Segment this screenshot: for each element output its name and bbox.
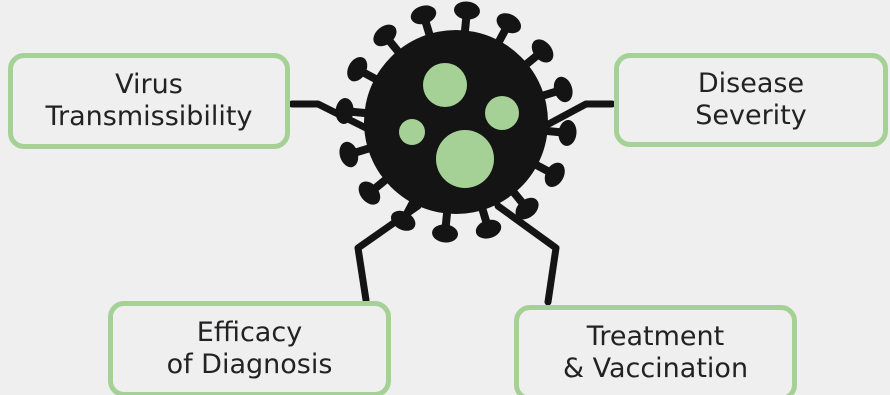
- virus-spike-head: [475, 219, 502, 239]
- node-virus-transmissibility: Virus Transmissibility: [8, 53, 290, 149]
- virus-spike-head: [544, 162, 565, 188]
- virus-spike-head: [390, 210, 416, 231]
- node-label-line1: Treatment: [586, 321, 725, 352]
- virus-spot-top: [423, 63, 467, 107]
- virus-icon: [335, 1, 577, 243]
- node-label-line1: Disease: [697, 68, 805, 99]
- virus-spike-head: [558, 120, 577, 146]
- node-label-line2: Transmissibility: [45, 101, 253, 132]
- node-disease-severity: Disease Severity: [614, 53, 888, 147]
- virus-body: [364, 30, 548, 214]
- virus-spike-head: [432, 224, 458, 243]
- connector-disease-severity: [526, 100, 616, 138]
- virus-spot-large: [436, 130, 494, 188]
- virus-spike-head: [454, 1, 480, 20]
- connector-virus-transmissibility: [288, 100, 382, 138]
- virus-spike-head: [553, 76, 573, 103]
- virus-spike-head: [347, 56, 368, 82]
- virus-spike-head: [358, 181, 381, 205]
- virus-spike-head: [496, 13, 522, 34]
- virus-spike-head: [373, 24, 397, 47]
- virus-spike-head: [335, 98, 354, 124]
- node-label-line1: Virus: [115, 69, 183, 100]
- node-label-line1: Efficacy: [196, 317, 303, 348]
- node-label-line2: of Diagnosis: [166, 349, 333, 380]
- node-label-line2: Severity: [695, 100, 807, 131]
- node-treatment-vaccination: Treatment & Vaccination: [514, 305, 797, 395]
- virus-spot-right: [485, 96, 519, 130]
- virus-spike-head: [410, 5, 437, 25]
- virus-spike-head: [515, 197, 539, 220]
- node-label-line2: & Vaccination: [562, 353, 749, 384]
- virus-spot-left: [399, 119, 425, 145]
- node-efficacy-of-diagnosis: Efficacy of Diagnosis: [108, 301, 391, 395]
- virus-spike-head: [531, 39, 554, 63]
- virus-spike-head: [339, 141, 359, 168]
- connector-treatment-vaccination: [494, 202, 560, 306]
